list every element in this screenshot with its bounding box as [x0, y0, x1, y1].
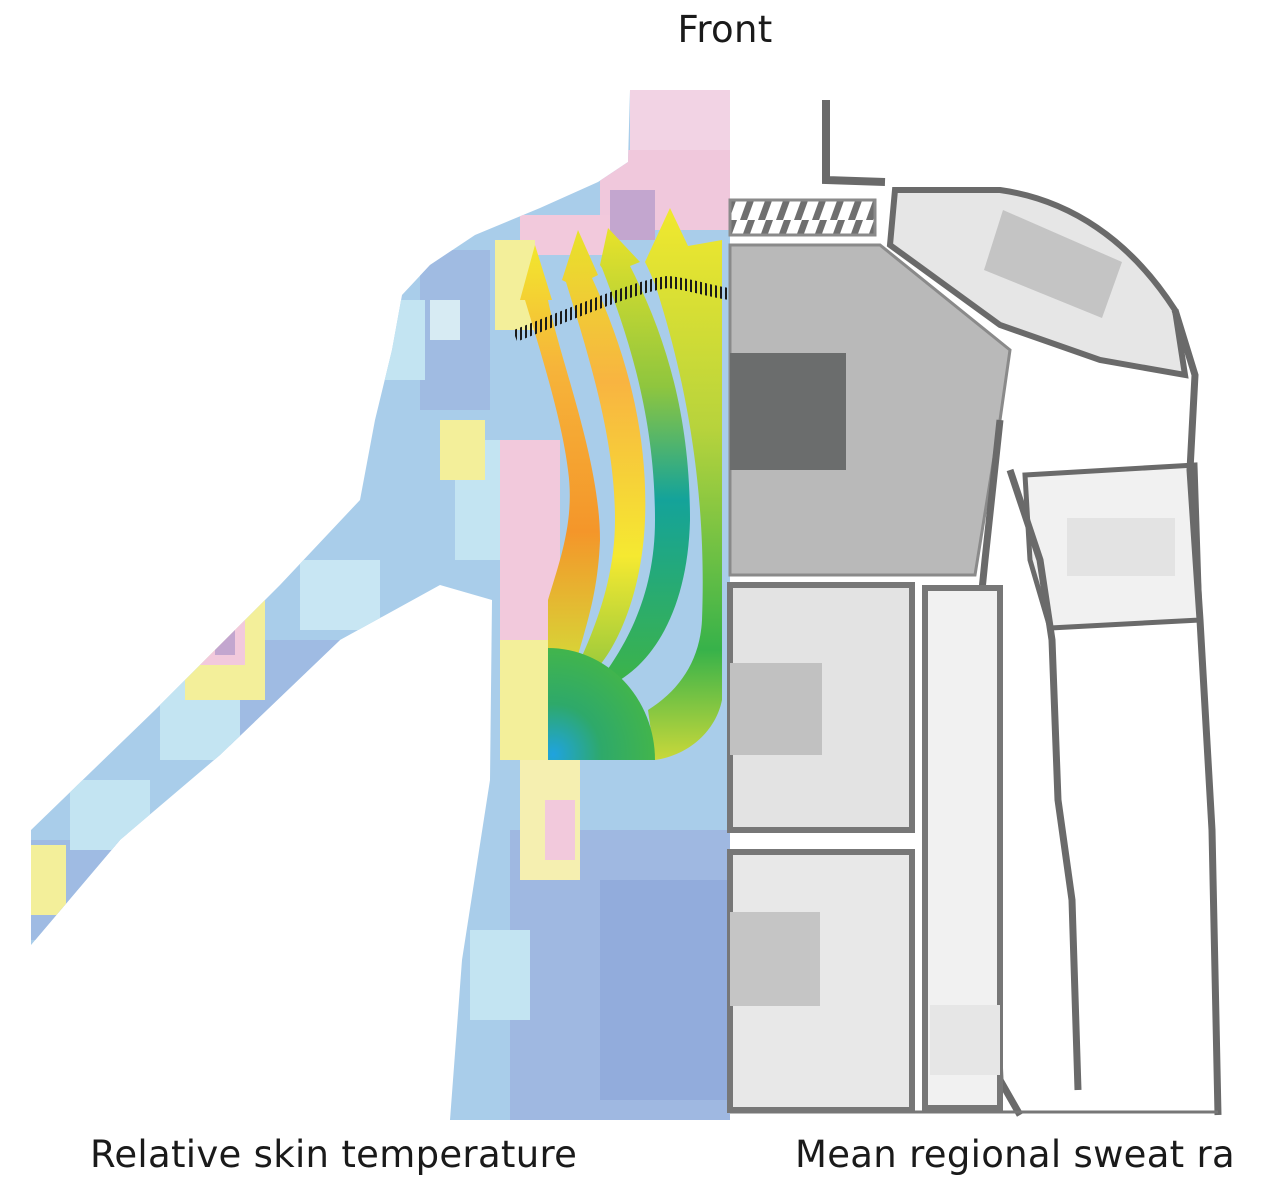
sleeve-patch — [1067, 518, 1175, 576]
chest-dark-patch — [730, 353, 846, 470]
sweat-rate-garment — [730, 100, 1218, 1115]
side-patch — [930, 1005, 1000, 1075]
shoulder-strap-hatched — [730, 200, 875, 235]
body-outline-right — [1175, 310, 1218, 1115]
abdomen-patch-upper — [730, 663, 822, 755]
sweat-rate-label: Mean regional sweat ra — [795, 1133, 1235, 1176]
skin-temperature-label: Relative skin temperature — [90, 1133, 577, 1176]
figure-title: Front — [0, 8, 1278, 51]
abdomen-patch-lower — [730, 912, 820, 1006]
collar-outline — [826, 100, 885, 182]
